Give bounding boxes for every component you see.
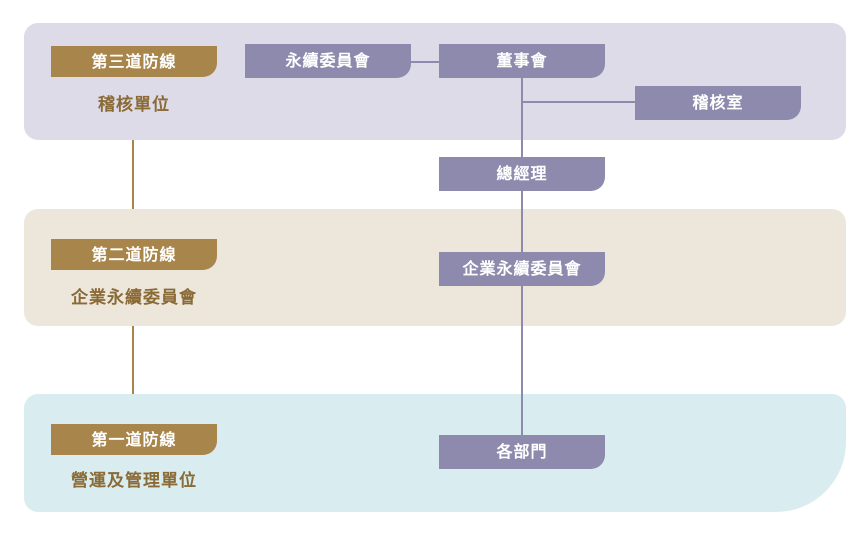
corporate-sustainability-committee-node: 企業永續委員會 <box>439 252 605 286</box>
third-line-subtitle: 稽核單位 <box>98 95 170 115</box>
board-node: 董事會 <box>439 44 605 78</box>
departments-node: 各部門 <box>439 435 605 469</box>
sustainability-committee-node: 永續委員會 <box>245 44 411 78</box>
audit-branch-connector <box>521 101 635 103</box>
second-line-subtitle: 企業永續委員會 <box>71 288 197 308</box>
third-line-tag: 第三道防線 <box>51 46 217 77</box>
left-connector-lower <box>132 326 134 394</box>
general-manager-node: 總經理 <box>439 157 605 191</box>
audit-office-node: 稽核室 <box>635 86 801 120</box>
first-line-tag: 第一道防線 <box>51 424 217 455</box>
third-line-band <box>24 23 846 140</box>
left-connector-upper <box>132 140 134 209</box>
committee-board-connector <box>411 61 439 63</box>
second-line-tag: 第二道防線 <box>51 239 217 270</box>
first-line-subtitle: 營運及管理單位 <box>71 471 197 491</box>
